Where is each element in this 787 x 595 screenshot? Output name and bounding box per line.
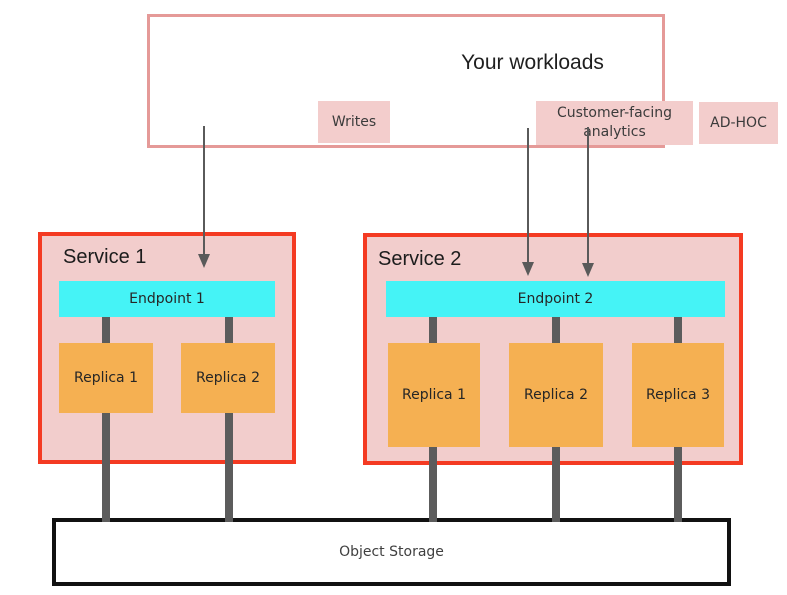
object-storage-box: Object Storage bbox=[52, 518, 731, 586]
workloads-box: Your workloads Writes Customer-facing an… bbox=[147, 14, 778, 148]
service-1-replica-2: Replica 2 bbox=[181, 343, 275, 413]
service-2-replica-2: Replica 2 bbox=[509, 343, 603, 447]
connector-s1-replica1-to-storage bbox=[102, 317, 110, 522]
arrow-adhoc-to-endpoint2-line bbox=[587, 127, 589, 263]
workload-item-analytics: Customer-facing analytics bbox=[536, 101, 693, 145]
arrow-head-icon bbox=[522, 262, 534, 276]
service-1-label: Service 1 bbox=[63, 246, 147, 268]
service-2-box: Service 2 Endpoint 2 Replica 1 Replica 2… bbox=[363, 233, 743, 465]
arrow-writes-to-endpoint1-line bbox=[203, 126, 205, 254]
service-2-endpoint: Endpoint 2 bbox=[386, 281, 725, 317]
service-1-replica-1: Replica 1 bbox=[59, 343, 153, 413]
service-2-label: Service 2 bbox=[378, 248, 462, 270]
service-1-endpoint: Endpoint 1 bbox=[59, 281, 275, 317]
workloads-title: Your workloads bbox=[461, 51, 604, 74]
service-2-replica-3: Replica 3 bbox=[632, 343, 724, 447]
object-storage-label: Object Storage bbox=[339, 544, 444, 560]
arrow-head-icon bbox=[198, 254, 210, 268]
workload-item-adhoc: AD-HOC bbox=[699, 102, 778, 144]
arrow-analytics-to-endpoint2-line bbox=[527, 128, 529, 262]
service-2-replica-1: Replica 1 bbox=[388, 343, 480, 447]
service-1-box: Service 1 Endpoint 1 Replica 1 Replica 2 bbox=[38, 232, 296, 464]
connector-s1-replica2-to-storage bbox=[225, 317, 233, 522]
workload-item-writes: Writes bbox=[318, 101, 390, 143]
arrow-head-icon bbox=[582, 263, 594, 277]
